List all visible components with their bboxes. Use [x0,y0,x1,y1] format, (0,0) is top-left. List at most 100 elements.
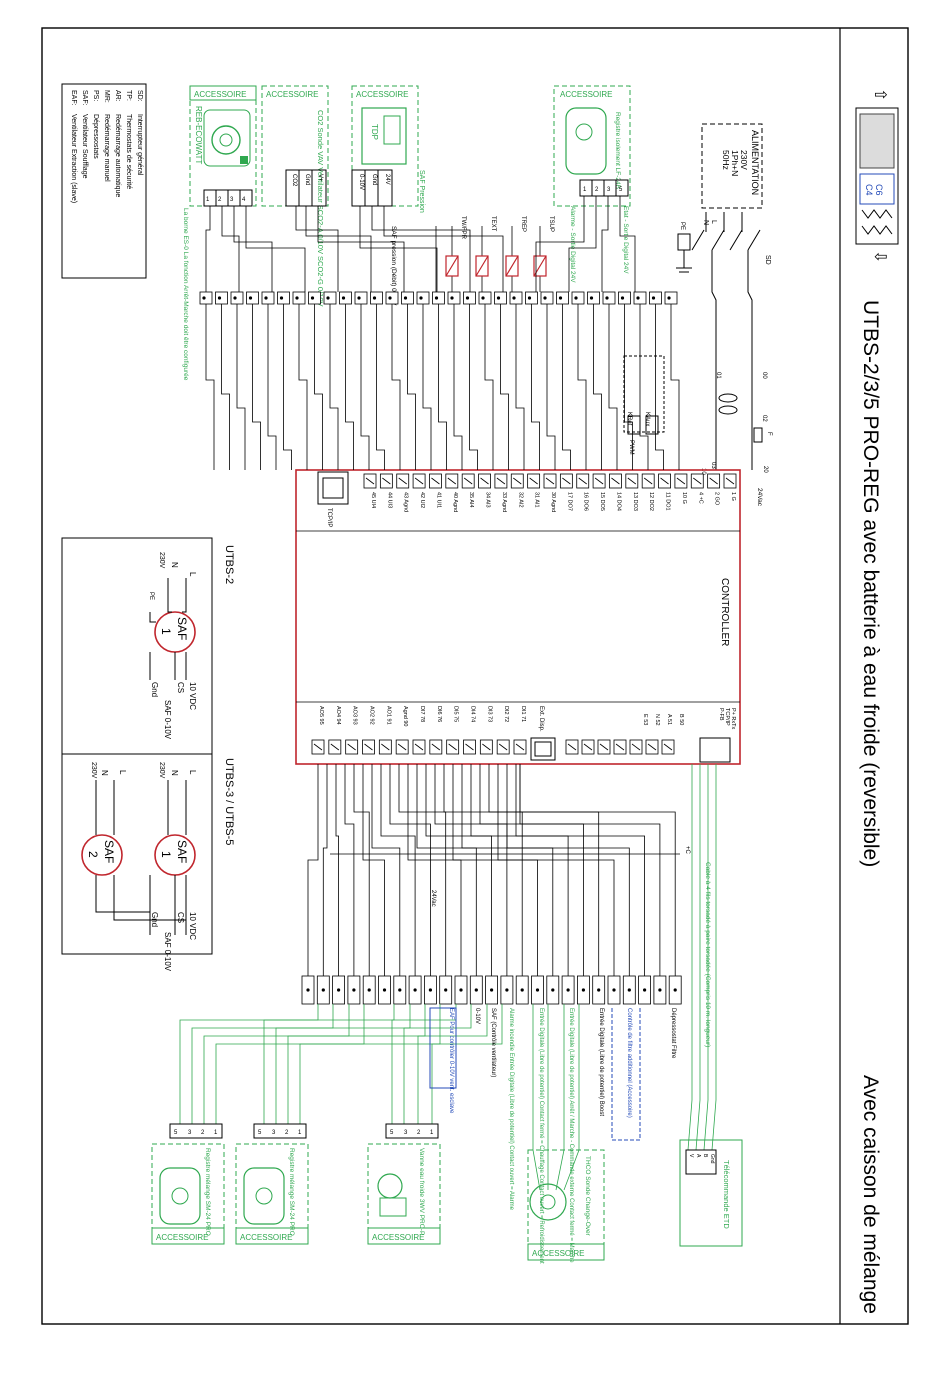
svg-text:N: N [170,562,179,568]
terminal-block [633,291,647,305]
accessory-wire [191,1004,334,1124]
svg-text:V+: V+ [317,174,323,182]
wire [506,764,630,976]
svg-text:F: F [766,432,772,436]
wire [360,304,370,470]
svg-text:E 53: E 53 [642,714,648,725]
svg-text:ACCESSOIRE: ACCESSOIRE [532,1249,584,1258]
sensor-label: TEXT [490,216,496,232]
svg-text:P-FB: P-FB [718,708,724,721]
legend-text: Dépressostats [92,114,99,159]
terminal-block [602,291,616,305]
svg-text:24V: 24V [384,174,390,185]
svg-text:N: N [702,220,709,225]
title-block: UTBS-2/3/5 PRO-REG avec batterie à eau f… [855,88,899,1314]
terminal-label: 11 DO1 [665,492,671,511]
svg-text:L: L [118,770,127,775]
wire [295,206,339,292]
svg-text:2: 2 [86,851,100,858]
wire [344,764,355,976]
svg-text:2: 2 [417,1130,421,1136]
terminal-block [385,291,399,305]
terminal-label: 40 Agnd [452,492,458,512]
wire [470,764,569,976]
svg-text:CO2 Sonde VAV Ventilateur SCO2: CO2 Sonde VAV Ventilateur SCO2-A 0/10V S… [316,110,325,307]
terminal-block [277,291,290,305]
svg-text:3: 3 [188,1130,192,1136]
wire [362,764,385,976]
svg-text:Registre mélange SM-24 PRO: Registre mélange SM-24 PRO [288,1148,295,1236]
svg-text:L: L [710,220,717,224]
output-annotation: Dépressostat Filtre [670,1008,676,1059]
svg-text:Etat - Sortie Digital 24V: Etat - Sortie Digital 24V [622,206,629,274]
svg-text:A: A [695,1154,701,1158]
svg-text:La borne ES-0 La fonction Arrê: La borne ES-0 La fonction Arrêt-Marche d… [182,208,189,381]
svg-text:2: 2 [595,187,599,193]
wire [376,304,385,470]
svg-text:SD: SD [764,255,771,265]
svg-text:10: 10 [700,468,706,475]
svg-text:ACCESSOIRE: ACCESSOIRE [560,90,612,99]
cable-note: Cable à 4 fils torsadé à paire torsadée … [704,862,711,1047]
controller-label: CONTROLLER [719,578,730,646]
svg-text:N 52: N 52 [654,714,660,726]
legend-code: AR: [114,90,121,102]
terminal-block [494,291,507,305]
terminal-label: 13 DO3 [632,492,638,511]
terminal-block [478,291,492,305]
terminal-label: DI5 75 [453,706,459,722]
svg-text:3: 3 [607,187,611,193]
svg-text:A 51: A 51 [666,714,672,725]
accessory-isolation-damper: ACCESSOIRE Registre isolement LF-24B 1 2… [553,85,631,207]
svg-text:1: 1 [298,1130,302,1136]
accessory-changeover-sensor: ACCESSOIRE THCO Sonde Change-Over [527,1149,605,1261]
terminal-label: DI4 74 [470,706,476,722]
terminal-block [447,291,461,305]
svg-text:TCP/IP: TCP/IP [326,508,332,527]
wire [329,304,339,470]
terminal-block [370,291,383,305]
svg-text:02: 02 [761,415,767,422]
terminal-label: AO3 93 [352,706,358,725]
terminal-label: 4 +C [697,492,703,504]
wire [515,764,645,976]
wire [416,764,477,976]
svg-text:Registre mélange SM-24 PRO: Registre mélange SM-24 PRO [204,1148,211,1236]
svg-text:SAF pression (Débit) 0-10V: SAF pression (Débit) 0-10V [390,226,397,306]
accessory-remote-etd: V A B Gnd Télécommande ETD [679,1139,743,1247]
sensor-label: TSUP [548,216,554,232]
svg-text:SAF: SAF [175,840,189,863]
wire [593,304,602,470]
svg-text:1: 1 [430,1130,434,1136]
terminal-label: 14 DO4 [615,492,621,511]
terminal-label: 44 UI3 [386,492,392,508]
accessory-wire [391,1004,457,1124]
terminal-block [509,291,523,305]
bus-cable-wire [711,764,717,1151]
wire [619,196,636,292]
bottom-terminal-row [301,975,682,1005]
svg-text:03: 03 [710,462,716,469]
terminal-label: 32 AI2 [517,492,523,508]
terminal-label: 12 DO2 [648,492,654,511]
accessory-wire [263,1004,395,1124]
svg-text:230V: 230V [158,552,165,569]
wire [398,764,447,976]
terminal-block [556,291,569,305]
svg-text:N: N [100,770,109,776]
wire [422,304,432,470]
wire [345,304,354,470]
svg-text:230V: 230V [739,150,749,170]
accessory-cold-water-valve: ACCESSOIRE Vanne eau froide 3WV PRO-P 5 … [367,1123,441,1245]
wire [546,304,556,470]
wire [371,206,471,292]
terminal-label: DI7 78 [419,706,425,722]
svg-text:SAF: SAF [102,840,116,863]
wire [453,304,463,470]
svg-text:L: L [188,770,197,775]
wire [267,304,277,470]
terminal-block [463,291,476,305]
output-annotation: EAF Pour contrôler 0-10V vent. esclave [448,1008,454,1114]
power-supply: ALIMENTATION 230V 1Ph+N 50Hz SD L N 01 0… [676,123,772,507]
